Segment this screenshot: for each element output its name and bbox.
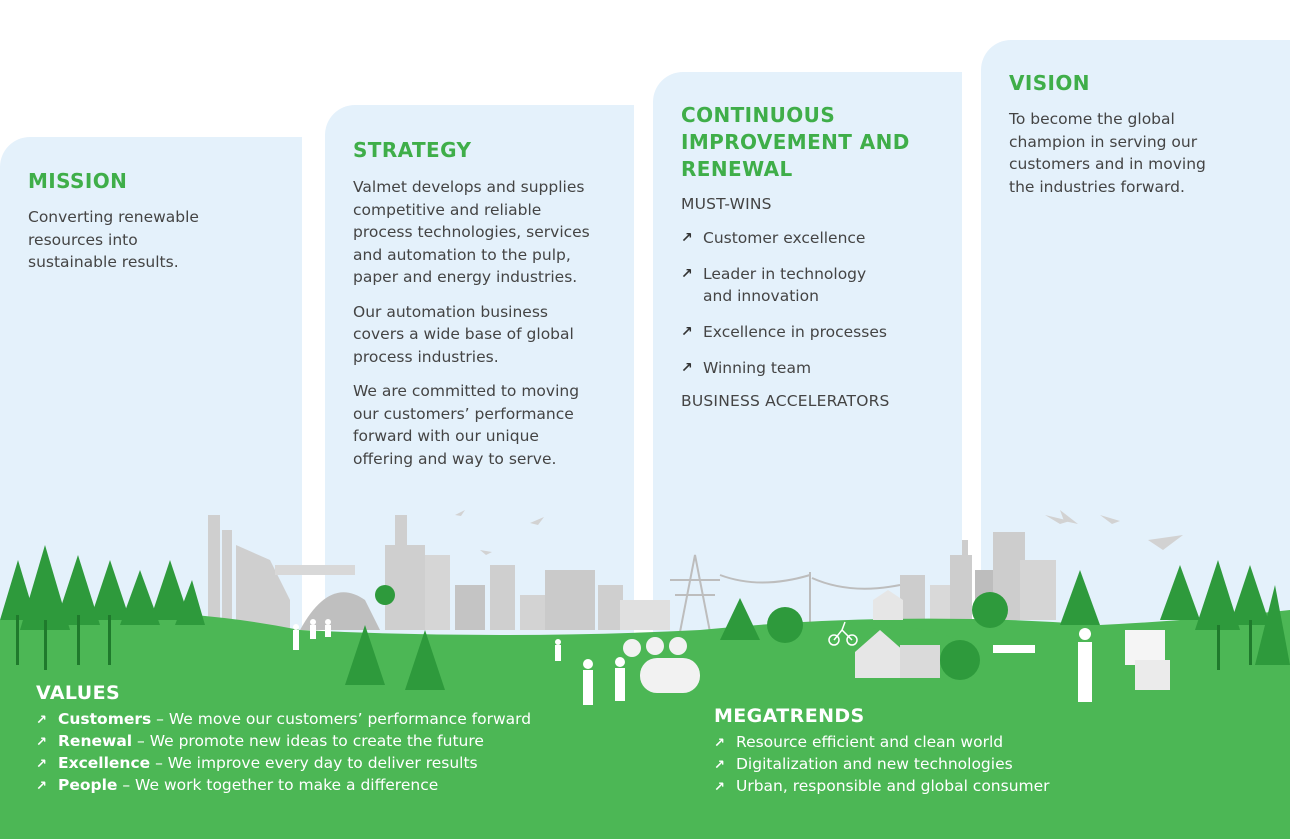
must-win-text-line: Leader in technology <box>703 264 867 283</box>
must-win-text: Excellence in processes <box>703 322 887 341</box>
vision-text-line: customers and in moving <box>1009 155 1206 173</box>
value-text: – We move our customers’ performance for… <box>151 710 532 728</box>
megatrend-item: ↗ Urban, responsible and global consumer <box>714 775 1050 799</box>
mission-text-line: resources into <box>28 230 138 249</box>
value-item: ↗ Excellence – We improve every day to de… <box>36 752 478 776</box>
strategy-line: competitive and reliable <box>353 200 542 219</box>
arrow-up-right-icon: ↗ <box>681 360 693 376</box>
strategy-panel: STRATEGY Valmet develops and supplies co… <box>325 105 634 695</box>
must-win-item: ↗ Excellence in processes <box>681 321 942 344</box>
megatrend-item: ↗ Digitalization and new technologies <box>714 753 1013 777</box>
vision-title: VISION <box>1009 71 1090 95</box>
value-name: People <box>58 776 118 794</box>
vision-text-line: champion in serving our <box>1009 132 1198 151</box>
arrow-up-right-icon: ↗ <box>36 757 47 772</box>
continuous-title: CONTINUOUS IMPROVEMENT AND RENEWAL <box>681 102 942 183</box>
strategy-line: We are committed to moving <box>353 382 580 400</box>
continuous-title-line: CONTINUOUS <box>681 103 836 127</box>
strategy-line: Our automation business <box>353 302 548 321</box>
value-item: ↗ People – We work together to make a dif… <box>36 774 438 798</box>
arrow-up-right-icon: ↗ <box>714 736 725 751</box>
arrow-up-right-icon: ↗ <box>681 323 693 340</box>
strategy-line: offering and way to serve. <box>353 449 557 468</box>
value-text: – We promote new ideas to create the fut… <box>132 732 484 750</box>
megatrend-text: Resource efficient and clean world <box>736 733 1004 751</box>
continuous-title-line: IMPROVEMENT AND <box>681 130 910 154</box>
strategy-line: Valmet develops and supplies <box>353 178 585 196</box>
arrow-up-right-icon: ↗ <box>714 780 725 795</box>
strategy-line: and automation to the pulp, <box>353 245 571 264</box>
mission-text-line: Converting renewable <box>28 208 199 226</box>
arrow-up-right-icon: ↗ <box>36 735 47 750</box>
must-win-item: ↗ Winning team <box>681 357 942 380</box>
strategy-line: paper and energy industries. <box>353 268 578 286</box>
value-name: Renewal <box>58 732 133 750</box>
value-text: – We improve every day to deliver result… <box>150 754 478 772</box>
strategy-title: STRATEGY <box>353 138 472 162</box>
strategy-line: process industries. <box>353 347 499 366</box>
megatrends-title: MEGATRENDS <box>714 705 865 727</box>
must-win-item: ↗ Leader in technology and innovation <box>681 263 942 308</box>
strategy-line: covers a wide base of global <box>353 325 574 343</box>
mission-title: MISSION <box>28 169 128 193</box>
values-title: VALUES <box>36 682 121 704</box>
vision-panel: VISION To become the global champion in … <box>981 40 1290 690</box>
mission-text-line: sustainable results. <box>28 253 179 271</box>
vision-text-line: To become the global <box>1009 110 1175 128</box>
arrow-up-right-icon: ↗ <box>681 265 693 282</box>
value-text: – We work together to make a difference <box>117 776 439 794</box>
must-wins-label: MUST-WINS <box>681 195 772 213</box>
megatrend-item: ↗ Resource efficient and clean world <box>714 731 1003 755</box>
continuous-title-line: RENEWAL <box>681 157 793 181</box>
value-name: Customers <box>58 710 152 728</box>
strategy-line: forward with our unique <box>353 427 539 445</box>
continuous-improvement-panel: CONTINUOUS IMPROVEMENT AND RENEWAL MUST-… <box>653 72 962 692</box>
arrow-up-right-icon: ↗ <box>36 713 47 728</box>
strategy-line: our customers’ performance <box>353 404 574 423</box>
value-item: ↗ Customers – We move our customers’ perf… <box>36 708 531 732</box>
vision-text-line: the industries forward. <box>1009 177 1185 196</box>
strategy-line: process technologies, services <box>353 223 590 241</box>
must-win-item: ↗ Customer excellence <box>681 227 942 250</box>
strategy-paragraph: Our automation business covers a wide ba… <box>353 301 614 369</box>
megatrend-text: Digitalization and new technologies <box>736 755 1013 773</box>
value-name: Excellence <box>58 754 151 772</box>
arrow-up-right-icon: ↗ <box>714 758 725 773</box>
must-wins-list: ↗ Customer excellence ↗ Leader in techno… <box>681 227 942 380</box>
must-win-text: Winning team <box>703 359 812 377</box>
arrow-up-right-icon: ↗ <box>681 230 693 246</box>
must-win-text: Customer excellence <box>703 229 866 247</box>
must-win-text-line: and innovation <box>703 287 819 305</box>
mission-panel: MISSION Converting renewable resources i… <box>0 137 302 697</box>
strategy-paragraph: We are committed to moving our customers… <box>353 380 614 470</box>
megatrend-text: Urban, responsible and global consumer <box>736 777 1050 795</box>
arrow-up-right-icon: ↗ <box>36 779 47 794</box>
business-accelerators-label: BUSINESS ACCELERATORS <box>681 391 890 410</box>
strategy-paragraph: Valmet develops and supplies competitive… <box>353 176 614 289</box>
must-win-text: Leader in technology and innovation <box>703 263 866 308</box>
value-item: ↗ Renewal – We promote new ideas to creat… <box>36 730 484 754</box>
